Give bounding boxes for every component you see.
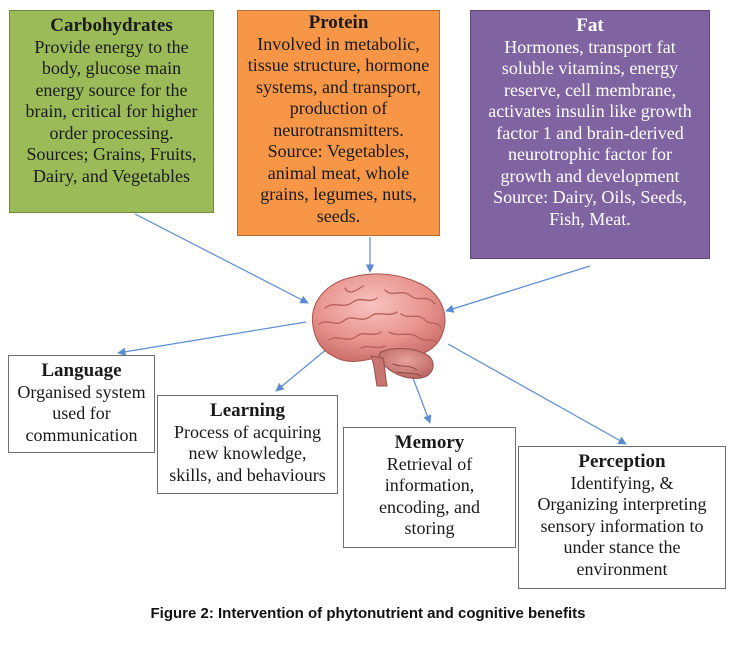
protein-title: Protein (308, 12, 369, 33)
arrow-brain-to-memory (412, 377, 432, 424)
carbohydrates-description: Provide energy to the body, glucose main… (25, 36, 198, 186)
learning-title: Learning (210, 400, 285, 421)
arrow-fat-to-brain (445, 265, 591, 313)
perception-box: Perception Identifying, & Organizing int… (518, 446, 726, 589)
arrow-brain-to-language (117, 321, 307, 356)
language-box: Language Organised system used for commu… (8, 355, 155, 453)
arrow-brain-to-learning (275, 347, 329, 392)
fat-title: Fat (576, 15, 604, 36)
learning-description: Process of acquiring new knowledge, skil… (169, 421, 326, 485)
language-description: Organised system used for communication (17, 381, 146, 445)
memory-description: Retrieval of information, encoding, and … (379, 453, 480, 539)
perception-description: Identifying, & Organizing interpreting s… (537, 472, 707, 579)
arrow-carbohydrates-to-brain (134, 213, 309, 304)
memory-box: Memory Retrieval of information, encodin… (343, 427, 516, 548)
protein-description: Involved in metabolic, tissue structure,… (247, 33, 430, 226)
carbohydrates-box: Carbohydrates Provide energy to the body… (9, 10, 214, 213)
memory-title: Memory (394, 432, 465, 453)
fat-description: Hormones, transport fat soluble vitamins… (488, 36, 692, 229)
language-title: Language (41, 360, 122, 381)
fat-box: Fat Hormones, transport fat soluble vita… (470, 10, 710, 259)
learning-box: Learning Process of acquiring new knowle… (157, 395, 338, 494)
carbohydrates-title: Carbohydrates (50, 15, 173, 36)
arrow-brain-to-perception (447, 343, 627, 445)
perception-title: Perception (578, 451, 666, 472)
figure-caption: Figure 2: Intervention of phytonutrient … (150, 605, 586, 622)
protein-box: Protein Involved in metabolic, tissue st… (237, 10, 440, 236)
brain-icon (311, 273, 446, 387)
